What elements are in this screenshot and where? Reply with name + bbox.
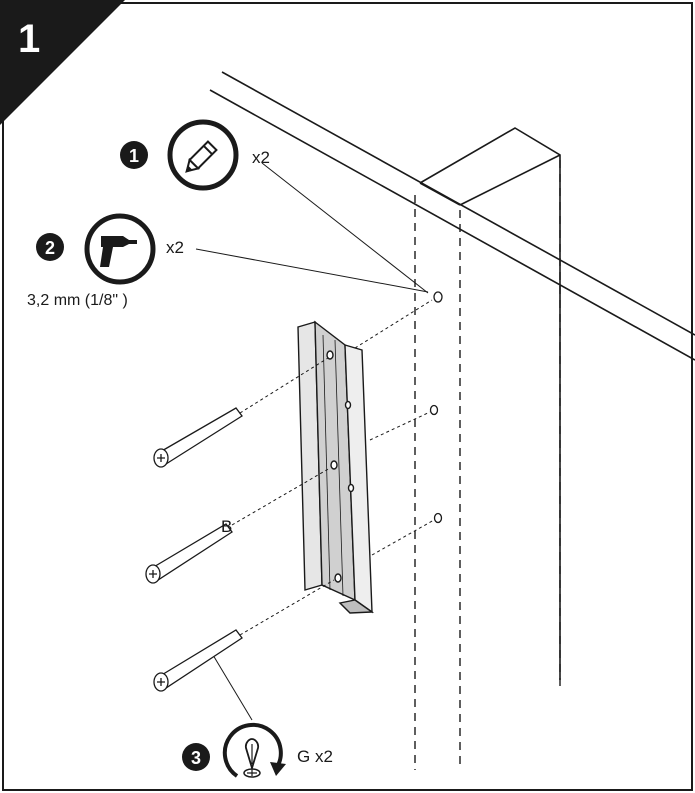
item-3-quantity: G x2 [297,747,333,766]
cabinet-outline [209,71,695,680]
drill-hole-top [433,291,443,303]
hidden-edges [414,160,561,770]
bracket-groove-2 [334,339,344,597]
screw-top-shaft [159,407,243,465]
top-edge-line-2 [209,89,695,361]
bracket-groove-1 [322,334,331,591]
screw-bottom-head-cross [157,678,165,686]
item-1-badge [120,141,148,169]
alignment-lines [231,299,435,636]
bracket-side-hole-1 [344,400,352,410]
step-corner: 1 [0,0,125,125]
post-top-side-edge [459,154,561,206]
align-line-top [354,299,433,349]
tool-item-drill: 2 x2 3,2 mm (1/8" ) [27,213,184,309]
bracket-bottom-face [338,599,375,614]
drill-leader-line [195,248,429,293]
step-number: 1 [18,17,40,61]
screw-top [153,407,243,468]
align-line-bottom [371,519,435,556]
screws [145,407,243,692]
screwdriver-icon [222,722,286,778]
screw-bottom-shaft [159,629,243,689]
tool-item-screwdriver: 3 G x2 [182,722,333,778]
item-2-quantity: x2 [166,238,184,257]
bracket-hole-top [326,350,334,360]
bracket-hole-middle [330,460,338,470]
drill-holes [429,291,443,524]
item-1-quantity: x2 [252,148,270,167]
drill-icon [84,213,156,285]
step-corner-triangle [0,0,125,125]
item-3-badge-number: 3 [191,748,201,768]
post-top-outline [419,127,561,680]
item-2-badge [36,233,64,261]
screw-top-head-cross [157,454,165,462]
screw-align-line-top [239,357,329,414]
screw-bottom [153,629,243,692]
screw-middle [145,523,233,584]
drill-hole-middle [429,404,439,416]
tool-item-pencil: 1 x2 [120,119,270,191]
bracket-hole-bottom [334,573,342,583]
item-2-drill-size: 3,2 mm (1/8" ) [27,292,128,309]
screw-middle-head-cross [149,570,157,578]
bracket-part-b [297,320,375,614]
pencil-leader-line [261,162,429,294]
pencil-icon [167,119,239,191]
item-3-badge [182,743,210,771]
post-top-front-edge [419,182,461,206]
screw-align-line-middle [231,467,331,526]
align-line-middle [369,411,431,441]
bracket-side-hole-2 [347,483,355,493]
screw-middle-shaft [151,523,233,581]
screw-leader-line [212,654,253,721]
part-label-b: B [221,517,232,536]
screw-align-line-bottom [239,579,335,636]
drill-hole-bottom [433,512,443,524]
item-2-badge-number: 2 [45,238,55,258]
leader-lines [195,162,429,721]
item-1-badge-number: 1 [129,146,139,166]
